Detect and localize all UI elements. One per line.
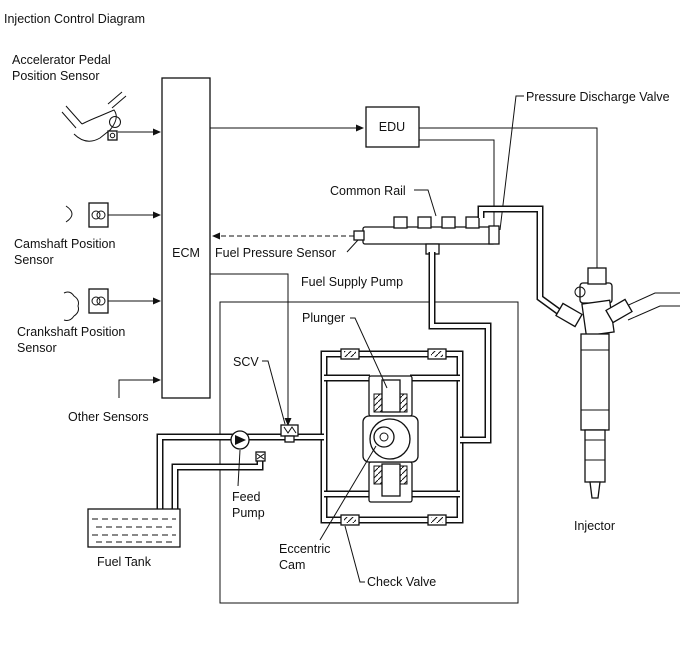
check-valve-label: Check Valve bbox=[367, 575, 436, 589]
ecm-label: ECM bbox=[172, 246, 200, 260]
injector-label: Injector bbox=[574, 519, 615, 533]
rail-to-injector-pipe bbox=[479, 207, 564, 316]
pressure-discharge-valve-leader bbox=[499, 95, 524, 231]
pump-pipe-loop bbox=[322, 352, 462, 522]
pressure-discharge-valve-label: Pressure Discharge Valve bbox=[526, 90, 670, 104]
common-rail-label: Common Rail bbox=[330, 184, 406, 198]
eccentric-cam-label-line2: Cam bbox=[279, 558, 305, 572]
fuel-tank-label: Fuel Tank bbox=[97, 555, 152, 569]
eccentric-cam-icon bbox=[362, 415, 419, 463]
injector-icon bbox=[555, 267, 680, 499]
plunger-leader bbox=[350, 317, 388, 389]
accelerator-pedal-icon bbox=[61, 91, 127, 142]
check-valve-icon bbox=[340, 348, 447, 526]
accelerator-sensor-label-line2: Position Sensor bbox=[12, 69, 100, 83]
edu-label: EDU bbox=[379, 120, 405, 134]
camshaft-sensor-label-line1: Camshaft Position bbox=[14, 237, 115, 251]
scv-label: SCV bbox=[233, 355, 259, 369]
feed-pump-label-line2: Pump bbox=[232, 506, 265, 520]
other-sensors-line bbox=[118, 376, 161, 398]
edu-to-discharge-valve-line bbox=[419, 139, 495, 235]
diagram-title: Injection Control Diagram bbox=[4, 12, 145, 26]
tank-supply-pipe bbox=[158, 435, 324, 514]
edu-to-injector-line bbox=[419, 127, 601, 281]
check-valve-leader bbox=[344, 525, 365, 583]
tank-return-pipe bbox=[173, 452, 262, 514]
fuel-pressure-sensor-leader bbox=[346, 239, 359, 253]
camshaft-sensor-icon bbox=[65, 202, 109, 228]
accelerator-sensor-label-line1: Accelerator Pedal bbox=[12, 53, 111, 67]
feed-pump-icon bbox=[230, 430, 266, 462]
other-sensors-label: Other Sensors bbox=[68, 410, 149, 424]
feed-pump-label-line1: Feed bbox=[232, 490, 261, 504]
common-rail-icon bbox=[353, 216, 500, 255]
edu-box bbox=[365, 106, 420, 148]
crankshaft-sensor-label-line1: Crankshaft Position bbox=[17, 325, 125, 339]
ecm-box bbox=[161, 77, 211, 399]
fuel-pressure-sensor-label: Fuel Pressure Sensor bbox=[215, 246, 336, 260]
fuel-tank-icon bbox=[87, 508, 181, 548]
feed-pump-leader bbox=[237, 449, 241, 487]
plunger-label: Plunger bbox=[302, 311, 345, 325]
scv-leader bbox=[262, 360, 286, 425]
common-rail-leader bbox=[414, 189, 437, 217]
eccentric-cam-leader bbox=[319, 445, 377, 541]
pump-to-rail-pipe bbox=[430, 252, 490, 442]
ecm-to-scv-line bbox=[210, 273, 292, 426]
plunger-icon bbox=[368, 375, 413, 503]
camshaft-sensor-label-line2: Sensor bbox=[14, 253, 54, 267]
scv-icon bbox=[280, 424, 299, 443]
fuel-supply-pump-label: Fuel Supply Pump bbox=[301, 275, 403, 289]
crankshaft-sensor-label-line2: Sensor bbox=[17, 341, 57, 355]
fuel-supply-pump-box bbox=[219, 301, 519, 604]
crankshaft-sensor-icon bbox=[63, 288, 109, 321]
eccentric-cam-label-line1: Eccentric bbox=[279, 542, 330, 556]
